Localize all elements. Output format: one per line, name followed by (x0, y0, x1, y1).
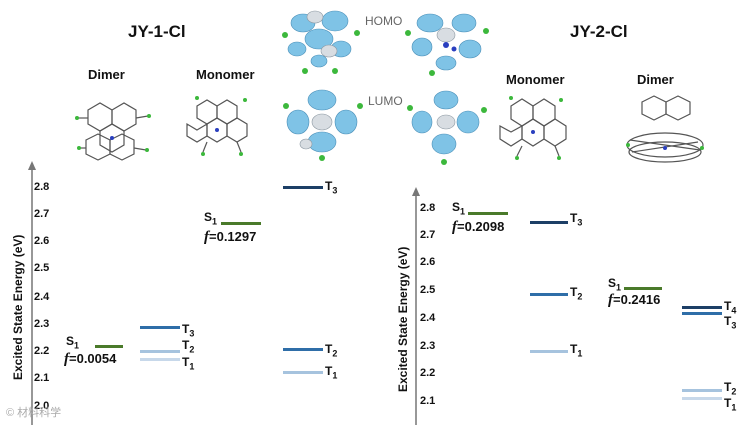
orbital-homo-right (405, 13, 489, 76)
f-dimer-left: f=0.0054 (64, 351, 117, 367)
level-t3-dimer-right (682, 312, 722, 315)
right-tick: 2.4 (420, 312, 436, 324)
label-t2-monomer-right: T2 (570, 285, 583, 302)
right-tick: 2.3 (420, 340, 436, 352)
right-tick: 2.8 (420, 202, 436, 214)
lumo-label: LUMO (368, 94, 403, 108)
level-t3-monomer-right (530, 221, 568, 224)
level-t1-dimer-left (140, 358, 180, 361)
orbital-lumo-left (283, 89, 363, 161)
label-dimer-left: Dimer (88, 67, 125, 82)
level-t1-dimer-right (682, 397, 722, 400)
label-monomer-left: Monomer (196, 67, 255, 82)
level-s1-dimer-left (95, 345, 123, 348)
title-jy2: JY-2-Cl (570, 22, 628, 41)
level-t2-monomer-right (530, 293, 568, 296)
orbital-lumo-right (407, 90, 487, 165)
left-tick: 2.4 (34, 291, 50, 303)
level-t3-dimer-left (140, 326, 180, 329)
label-t2-dimer-left: T2 (182, 338, 195, 355)
left-tick: 2.8 (34, 181, 50, 193)
label-dimer-right: Dimer (637, 72, 674, 87)
molecule-dimer-left (75, 102, 151, 161)
right-tick: 2.7 (420, 229, 436, 241)
left-tick: 2.2 (34, 345, 50, 357)
right-axis (412, 187, 420, 425)
label-t3-dimer-left: T3 (182, 322, 195, 339)
label-t2-dimer-right: T2 (724, 380, 737, 397)
right-tick: 2.2 (420, 367, 436, 379)
level-t2-monomer-left (283, 348, 323, 351)
level-s1-monomer-right (468, 212, 508, 215)
level-s1-dimer-right (624, 287, 662, 290)
level-t1-monomer-left (283, 371, 323, 374)
level-t2-dimer-left (140, 350, 180, 353)
label-monomer-right: Monomer (506, 72, 565, 87)
label-s1-dimer-right: S1 (608, 276, 622, 293)
label-t3-dimer-right: T3 (724, 314, 737, 331)
right-tick: 2.1 (420, 395, 436, 407)
left-tick: 2.0 (34, 400, 50, 412)
homo-label: HOMO (365, 14, 403, 28)
f-dimer-right: f=0.2416 (608, 292, 661, 308)
label-t3-monomer-right: T3 (570, 211, 583, 228)
level-t2-dimer-right (682, 389, 722, 392)
watermark: © 材料科学 (6, 407, 62, 419)
right-tick: 2.6 (420, 256, 436, 268)
label-s1-monomer-left: S1 (204, 210, 218, 227)
molecule-monomer-right (499, 96, 567, 160)
label-t1-monomer-left: T1 (325, 364, 338, 381)
right-tick: 2.5 (420, 284, 436, 296)
label-t2-monomer-left: T2 (325, 342, 338, 359)
right-axis-label: Excited State Energy (eV) (396, 246, 410, 392)
molecule-monomer-left (186, 96, 248, 156)
level-s1-monomer-left (221, 222, 261, 225)
label-t4-dimer-right: T4 (724, 299, 737, 316)
molecule-dimer-right (626, 95, 704, 163)
level-t3-monomer-left (283, 186, 323, 189)
f-monomer-right: f=0.2098 (452, 219, 505, 235)
title-jy1: JY-1-Cl (128, 22, 186, 41)
left-axis (28, 161, 36, 425)
left-tick: 2.7 (34, 208, 50, 220)
label-t1-dimer-left: T1 (182, 355, 195, 372)
left-axis-label: Excited State Energy (eV) (11, 234, 25, 380)
left-tick: 2.6 (34, 235, 50, 247)
level-t4-dimer-right (682, 306, 722, 309)
label-t1-monomer-right: T1 (570, 342, 583, 359)
f-monomer-left: f=0.1297 (204, 229, 257, 245)
left-tick: 2.1 (34, 372, 50, 384)
label-t3-monomer-left: T3 (325, 179, 338, 196)
label-s1-monomer-right: S1 (452, 200, 466, 217)
left-tick: 2.5 (34, 262, 50, 274)
level-t1-monomer-right (530, 350, 568, 353)
label-t1-dimer-right: T1 (724, 396, 737, 413)
label-s1-dimer-left: S1 (66, 334, 80, 351)
orbital-homo-left (282, 10, 360, 74)
left-tick: 2.3 (34, 318, 50, 330)
